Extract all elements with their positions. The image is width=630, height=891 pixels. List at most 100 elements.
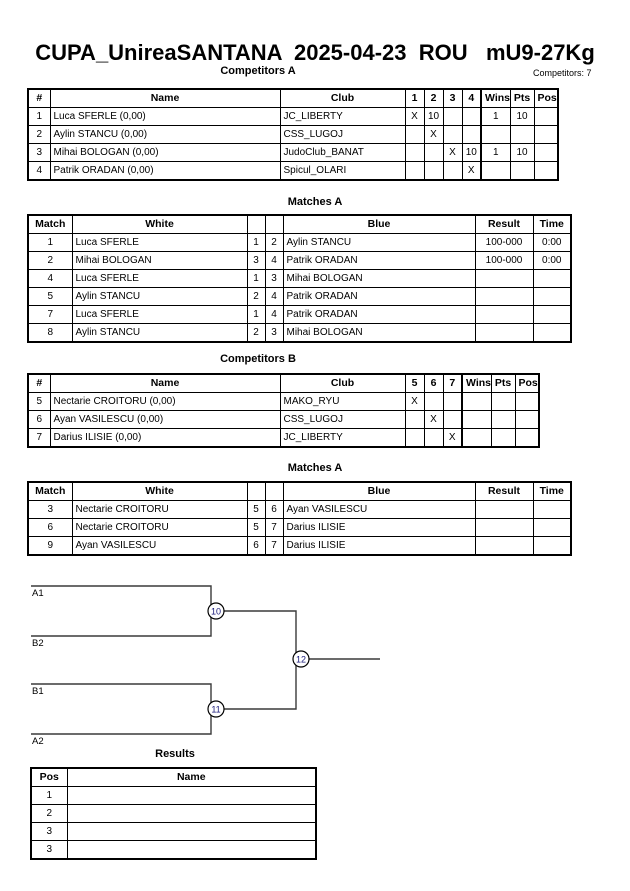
col-blue: Blue [282,481,476,501]
match-time [532,269,572,288]
results-caption: Results [155,748,195,760]
match-white-number: 5 [246,518,266,537]
match-white-name: Nectarie CROITORU [71,500,248,519]
bracket-node-semi-bottom[interactable] [207,700,225,718]
competitor-wins: 1 [480,143,511,162]
col-num: # [27,373,51,393]
competitor-name: Patrik ORADAN (0,00) [49,161,281,181]
competitor-number: 4 [27,161,51,181]
competitor-club: JC_LIBERTY [279,428,406,448]
match-blue-number: 3 [264,269,284,288]
match-cell-5 [404,410,425,429]
competitor-name: Nectarie CROITORU (0,00) [49,392,281,411]
col-round-5: 5 [404,373,425,393]
result-name [66,786,317,805]
match-result [474,287,534,306]
match-number: 1 [27,233,73,252]
competitor-name: Luca SFERLE (0,00) [49,107,281,126]
table-header-row: Match White Blue Result Time [27,481,572,501]
col-white-num [246,214,266,234]
match-cell-6 [423,428,444,448]
result-position: 3 [30,822,68,841]
match-blue-number: 7 [264,536,284,556]
match-white-name: Nectarie CROITORU [71,518,248,537]
bracket-node-semi-top[interactable] [207,602,225,620]
col-wins: Wins [461,373,492,393]
match-time [532,323,572,343]
match-result [474,518,534,537]
match-white-number: 2 [246,287,266,306]
competitor-pts [490,410,516,429]
table-row: 3 [30,840,317,860]
col-round-3: 3 [442,88,463,108]
competitor-club: MAKO_RYU [279,392,406,411]
match-white-name: Mihai BOLOGAN [71,251,248,270]
match-cell-4 [461,125,482,144]
match-cell-6: X [423,410,444,429]
match-cell-4: X [461,161,482,181]
col-pts: Pts [490,373,516,393]
match-blue-name: Mihai BOLOGAN [282,269,476,288]
match-cell-4: 10 [461,143,482,162]
competitor-club: JudoClub_BANAT [279,143,406,162]
match-white-number: 6 [246,536,266,556]
table-row: 2 [30,804,317,823]
match-number: 5 [27,287,73,306]
match-number: 6 [27,518,73,537]
match-white-number: 5 [246,500,266,519]
col-blue: Blue [282,214,476,234]
col-blue-num [264,481,284,501]
match-cell-1 [404,125,425,144]
match-cell-2: X [423,125,444,144]
match-white-name: Luca SFERLE [71,233,248,252]
table-header-row: # Name Club 1 2 3 4 Wins Pts Pos [27,88,559,108]
competitor-name: Mihai BOLOGAN (0,00) [49,143,281,162]
result-name [66,822,317,841]
match-result [474,323,534,343]
match-cell-7 [442,410,463,429]
competitor-pts: 10 [509,107,535,126]
competitor-pts [490,428,516,448]
elimination-bracket: 10 11 12 A1 B2 B1 A2 [0,565,630,745]
competitor-number: 2 [27,125,51,144]
competitor-wins [461,428,492,448]
col-name: Name [49,88,281,108]
match-blue-name: Ayan VASILESCU [282,500,476,519]
match-result [474,500,534,519]
bracket-line-top-lower [31,611,212,637]
match-cell-7 [442,392,463,411]
match-cell-4 [461,107,482,126]
bracket-line-bottom-upper [31,683,212,709]
competitor-pts [490,392,516,411]
bracket-node-final[interactable] [292,650,310,668]
match-blue-name: Patrik ORADAN [282,251,476,270]
competitor-pos [514,410,540,429]
result-name [66,840,317,860]
competitor-pos [533,107,559,126]
match-blue-name: Patrik ORADAN [282,305,476,324]
col-name: Name [49,373,281,393]
bracket-node-final-label: 12 [296,655,306,665]
col-club: Club [279,373,406,393]
match-blue-name: Patrik ORADAN [282,287,476,306]
bracket-line-bottom-lower [31,709,212,735]
match-cell-7: X [442,428,463,448]
match-time: 0:00 [532,251,572,270]
competitor-pts [509,161,535,181]
match-number: 3 [27,500,73,519]
match-result [474,269,534,288]
bracket-line-semi-top-out [222,610,297,659]
match-cell-3: X [442,143,463,162]
competitors-count: Competitors: 7 [533,68,592,78]
match-cell-6 [423,392,444,411]
match-blue-number: 7 [264,518,284,537]
match-cell-3 [442,107,463,126]
